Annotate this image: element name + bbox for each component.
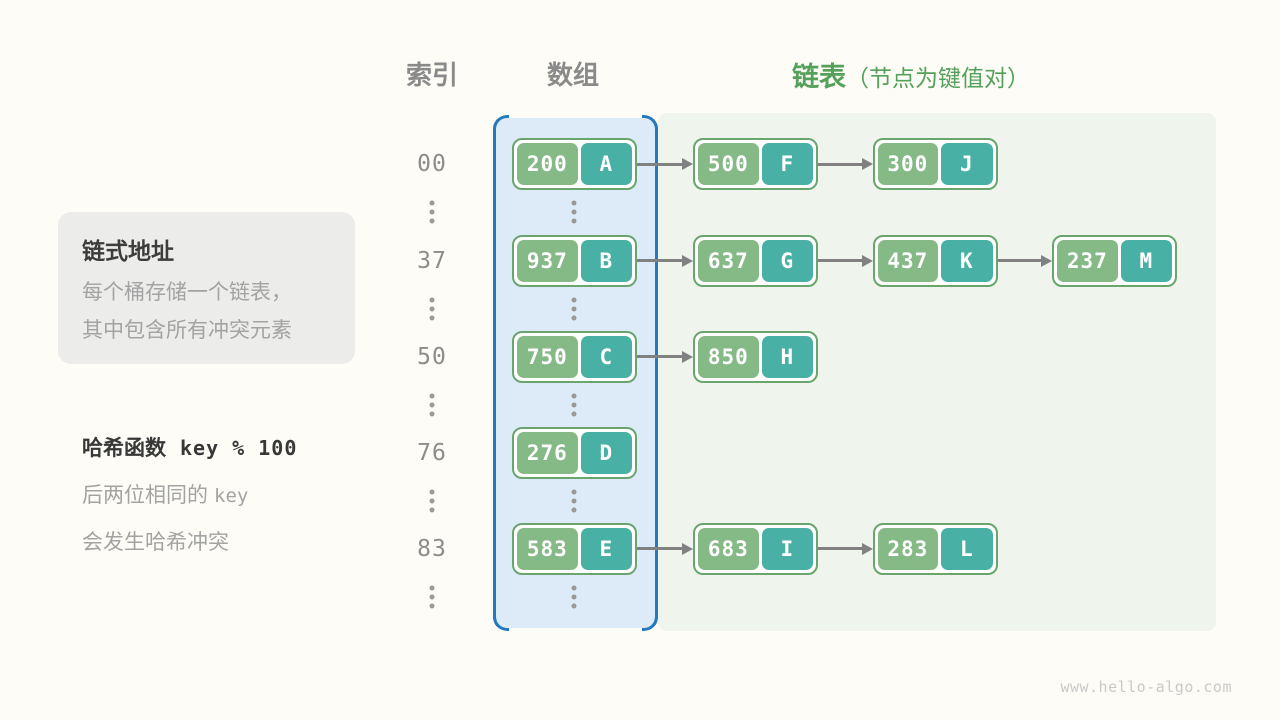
footer-watermark: www.hello-algo.com (1060, 678, 1232, 696)
hash-note-line1-code: key (214, 485, 249, 507)
node-key: 583 (517, 527, 578, 570)
index-ellipsis (429, 489, 435, 512)
bucket-index-label: 00 (417, 151, 447, 177)
node-value: H (761, 335, 813, 378)
hash-function-code: key % 100 (180, 436, 298, 460)
hash-function-note: 哈希函数 key % 100 后两位相同的 key 会发生哈希冲突 (82, 432, 402, 556)
node-value: K (941, 239, 993, 282)
hash-note-line-2: 会发生哈希冲突 (82, 531, 229, 554)
list-arrow-head (861, 254, 873, 267)
bucket-index-label: 50 (417, 343, 447, 370)
node-value: M (1120, 239, 1172, 282)
info-box-line-1: 每个桶存储一个链表， (82, 281, 292, 304)
list-arrow-head (1041, 254, 1052, 267)
array-ellipsis (571, 200, 577, 224)
node-value: B (580, 239, 632, 282)
node-key: 283 (877, 527, 939, 570)
node-key: 237 (1057, 239, 1118, 282)
list-arrow-head (682, 254, 693, 267)
node-key: 276 (517, 431, 578, 474)
node-value: L (941, 527, 993, 570)
info-box-chaining: 链式地址 每个桶存储一个链表， 其中包含所有冲突元素 (58, 212, 355, 364)
node-key: 683 (698, 527, 759, 570)
index-ellipsis (429, 200, 435, 224)
array-ellipsis (571, 489, 577, 512)
index-ellipsis (429, 297, 435, 320)
bucket-index-label: 83 (417, 535, 447, 562)
list-arrow-head (682, 350, 693, 363)
bucket-index-label: 37 (417, 247, 447, 274)
list-arrow-head (682, 158, 693, 170)
node-key: 750 (517, 335, 578, 378)
hash-note-line1-text: 后两位相同的 (82, 484, 208, 507)
list-arrow (637, 259, 683, 262)
list-arrow (637, 547, 683, 550)
list-arrow (637, 162, 683, 166)
list-arrow (997, 259, 1042, 262)
list-arrow-head (861, 542, 873, 555)
node-key: 637 (698, 239, 759, 282)
array-ellipsis (571, 585, 577, 609)
node-value: F (761, 143, 813, 185)
list-arrow-head (861, 158, 873, 170)
node-value: C (580, 335, 632, 378)
info-box-title: 链式地址 (82, 238, 174, 264)
column-header-list: 链表（节点为键值对） (792, 55, 1030, 94)
node-value: I (761, 527, 813, 570)
node-key: 200 (517, 143, 578, 185)
info-box-line-2: 其中包含所有冲突元素 (82, 319, 292, 343)
list-arrow (818, 259, 863, 262)
list-arrow (637, 355, 683, 358)
bucket-index-label: 76 (417, 439, 447, 466)
column-header-index: 索引 (405, 60, 459, 90)
node-value: J (941, 143, 993, 185)
column-header-array: 数组 (546, 60, 600, 90)
node-key: 437 (877, 239, 939, 282)
node-value: A (580, 143, 632, 185)
index-ellipsis (429, 585, 435, 609)
hash-note-line-1: 后两位相同的 key (82, 479, 402, 509)
list-header-note: （节点为键值对） (846, 65, 1030, 91)
array-ellipsis (571, 393, 577, 416)
node-key: 500 (698, 143, 759, 185)
node-value: E (580, 527, 632, 570)
list-arrow-head (682, 542, 693, 555)
array-ellipsis (571, 297, 577, 320)
index-ellipsis (429, 393, 435, 416)
node-key: 300 (877, 143, 939, 185)
list-header-label: 链表 (792, 62, 846, 92)
node-key: 850 (698, 335, 759, 378)
hash-function-title: 哈希函数 key % 100 (82, 432, 402, 462)
node-key: 937 (517, 239, 578, 282)
hash-function-title-text: 哈希函数 (82, 437, 166, 460)
list-arrow (818, 547, 863, 550)
node-value: D (580, 431, 632, 474)
node-value: G (761, 239, 813, 282)
list-arrow (818, 162, 863, 166)
